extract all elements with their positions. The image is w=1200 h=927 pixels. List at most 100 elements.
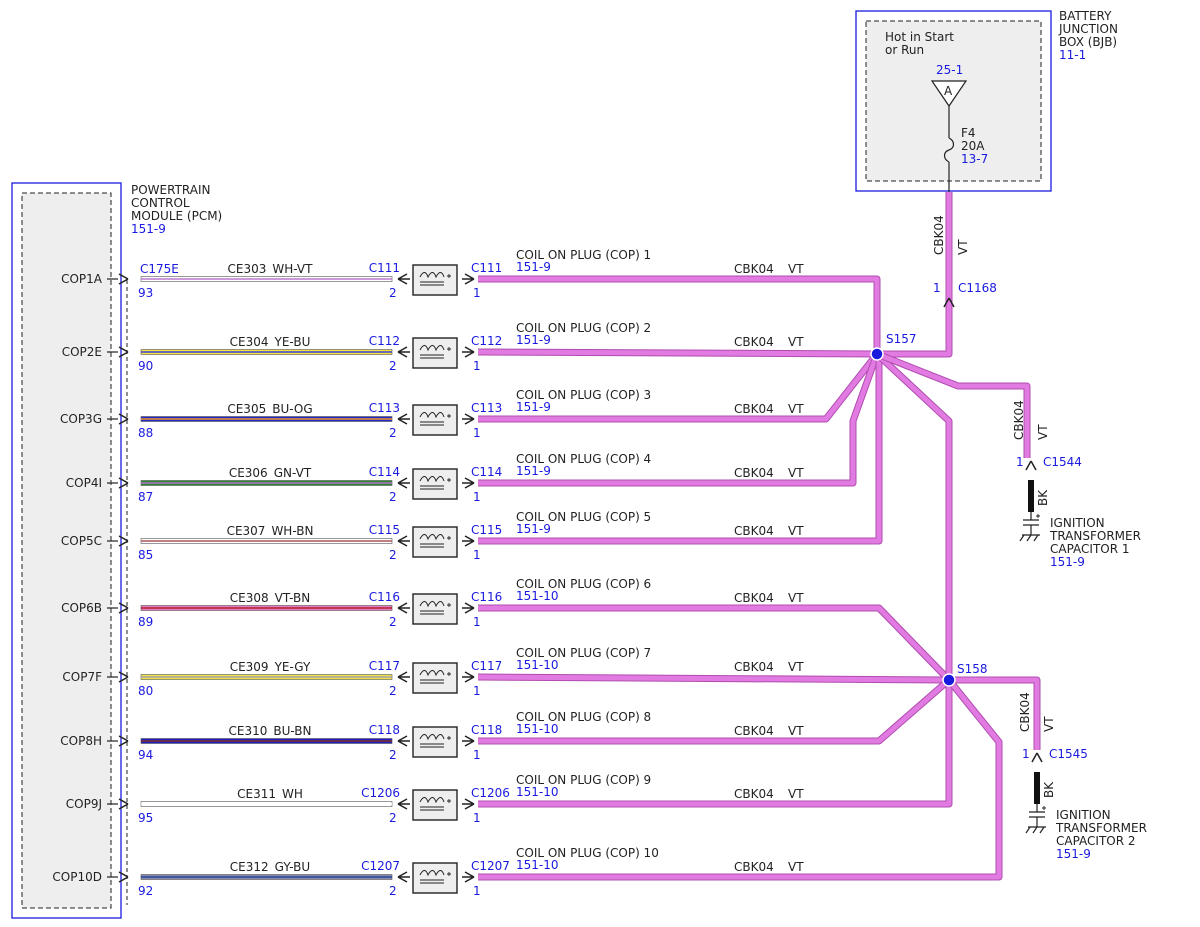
pcm-pin-arrow-icon [118, 273, 129, 285]
pcm-pin-label: COP2E [62, 345, 102, 359]
signal-circuit-id: CE309 [230, 660, 269, 674]
pcm-pin-number: 87 [138, 490, 153, 504]
vt-trunk-wire-8 [478, 678, 951, 744]
ignition-coil-icon [412, 726, 458, 758]
inline-connector-arrow-icon [397, 413, 410, 425]
inline-connector-arrow-icon [397, 735, 410, 747]
coil-core-icon [420, 879, 444, 884]
pcm-module: POWERTRAIN CONTROL MODULE (PCM) 151-9 C1… [11, 182, 222, 919]
capacitor-ground-icon [1019, 512, 1040, 542]
coil-ref: 151-10 [516, 722, 559, 736]
coil-core-icon [420, 610, 444, 615]
coil-winding-icon [419, 345, 445, 352]
capacitor-arrow-icon [1025, 460, 1037, 471]
coil-connector-pin: 1 [473, 286, 481, 300]
signal-wire-color: GN-VT [274, 466, 312, 480]
coil-ref: 151-10 [516, 858, 559, 872]
coil-ref: 151-9 [516, 260, 551, 274]
signal-wire-color: YE-BU [274, 335, 311, 349]
coil-plus-icon [447, 799, 451, 803]
coil-output-circuit: CBK04 [734, 402, 774, 416]
signal-circuit-label: CE306 GN-VT [229, 466, 312, 480]
signal-circuit-id: CE306 [229, 466, 268, 480]
signal-circuit-id: CE308 [230, 591, 269, 605]
inline-connector-pin: 2 [389, 426, 397, 440]
pcm-pin-arrow-icon [118, 602, 129, 614]
battery-junction-box: BATTERY JUNCTION BOX (BJB) 11-1 Hot in S… [855, 9, 1118, 192]
signal-wire-color: YE-GY [274, 660, 311, 674]
capacitor-circuit-label: CBK04 [1018, 692, 1032, 732]
pcm-pin-number: 89 [138, 615, 153, 629]
coil-output-color: VT [788, 724, 804, 738]
ignition-coil-icon [412, 526, 458, 558]
signal-circuit-id: CE303 [228, 262, 267, 276]
pcm-connector-label: C175E [140, 262, 179, 276]
capacitor-name-line-3: CAPACITOR 1 [1050, 542, 1130, 556]
pcm-inner-body [21, 192, 112, 909]
coil-connector-pin: 1 [473, 359, 481, 373]
coil-core-icon [420, 806, 444, 811]
bjb-name-line-2: JUNCTION [1058, 22, 1118, 36]
bjb-inner-body [865, 20, 1042, 182]
coil-output-color: VT [788, 335, 804, 349]
pcm-pin-label: COP5C [61, 534, 102, 548]
coil-name: COIL ON PLUG (COP) 10 [516, 846, 659, 860]
feed-connector: C1168 [958, 281, 997, 295]
ground-wire-bk [1034, 772, 1040, 804]
pcm-pin-arrow-icon [118, 735, 129, 747]
signal-wire-stripe [141, 676, 392, 678]
feed-circuit-label: CBK04 [932, 215, 946, 255]
coil-output-color: VT [788, 262, 804, 276]
feed-labels: CBK04 VT 1 C1168 [932, 215, 997, 295]
vt-trunk-wire-4 [478, 353, 880, 486]
coil-connector-arrow-icon [462, 273, 475, 285]
coil-name: COIL ON PLUG (COP) 3 [516, 388, 651, 402]
vt-trunk-wire-1 [478, 276, 880, 354]
vt-trunk-wire-9 [478, 680, 952, 807]
ignition-coil-icon [412, 337, 458, 369]
coil-name: COIL ON PLUG (COP) 4 [516, 452, 651, 466]
inline-connector-pin: 2 [389, 615, 397, 629]
capacitor-ref: 151-9 [1056, 847, 1091, 861]
coil-ref: 151-9 [516, 522, 551, 536]
coil-output-circuit: CBK04 [734, 724, 774, 738]
coil-core-icon [420, 354, 444, 359]
capacitor-plus-icon [1036, 514, 1040, 518]
pcm-pin-number: 88 [138, 426, 153, 440]
coil-connector-arrow-icon [462, 413, 475, 425]
bjb-hot-line-2: or Run [885, 43, 924, 57]
coil-plus-icon [447, 478, 451, 482]
coil-name: COIL ON PLUG (COP) 7 [516, 646, 651, 660]
bjb-name-line-1: BATTERY [1059, 9, 1112, 23]
coil-connector-label: C1207 [471, 859, 510, 873]
coil-connector-pin: 1 [473, 748, 481, 762]
ground-wire-label: BK [1036, 489, 1050, 506]
inline-connector-pin: 2 [389, 286, 397, 300]
vt-trunk-wire-10 [478, 678, 1002, 880]
coil-name: COIL ON PLUG (COP) 8 [516, 710, 651, 724]
fuse-icon [943, 137, 955, 163]
signal-wire-color: WH [282, 787, 303, 801]
trunk-wires [477, 192, 1041, 881]
coil-connector-label: C118 [471, 723, 502, 737]
ground-wire-label: BK [1042, 781, 1056, 798]
ignition-coil-icon [412, 789, 458, 821]
inline-connector-pin: 2 [389, 359, 397, 373]
coil-output-circuit: CBK04 [734, 860, 774, 874]
inline-connector-arrow-icon [397, 273, 410, 285]
inline-connector-label: C113 [369, 401, 400, 415]
pcm-pin-number: 85 [138, 548, 153, 562]
pcm-pin-arrow-icon [118, 477, 129, 489]
inline-connector-arrow-icon [397, 477, 410, 489]
capacitor-color-label: VT [1036, 424, 1050, 440]
pcm-name-line-2: CONTROL [131, 196, 190, 210]
coil-connector-arrow-icon [462, 535, 475, 547]
capacitor-pin: 1 [1022, 747, 1030, 761]
